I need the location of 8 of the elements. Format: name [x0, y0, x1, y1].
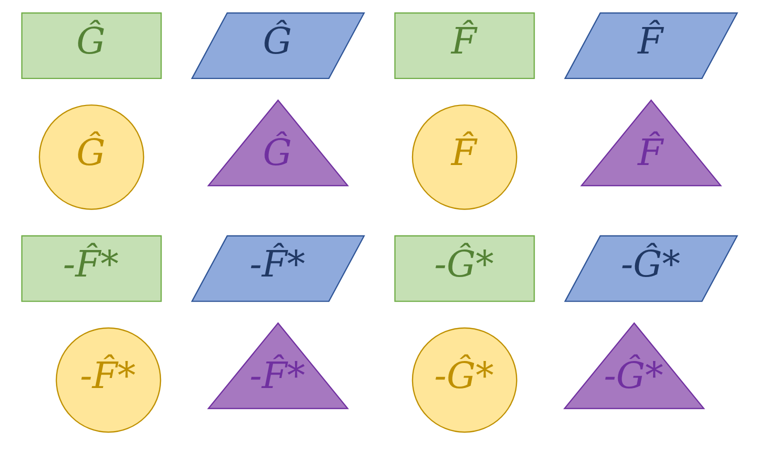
node-circle: -Ĝ* — [411, 327, 517, 433]
node-box: F̂ — [394, 12, 534, 80]
node-box: Ĝ — [20, 12, 162, 80]
node-circle: -F̂* — [55, 327, 161, 433]
node-circle: Ĝ — [38, 104, 144, 210]
node-circle: F̂ — [411, 104, 517, 210]
node-box: -Ĝ* — [394, 235, 534, 302]
node-box: -F̂* — [20, 235, 162, 302]
